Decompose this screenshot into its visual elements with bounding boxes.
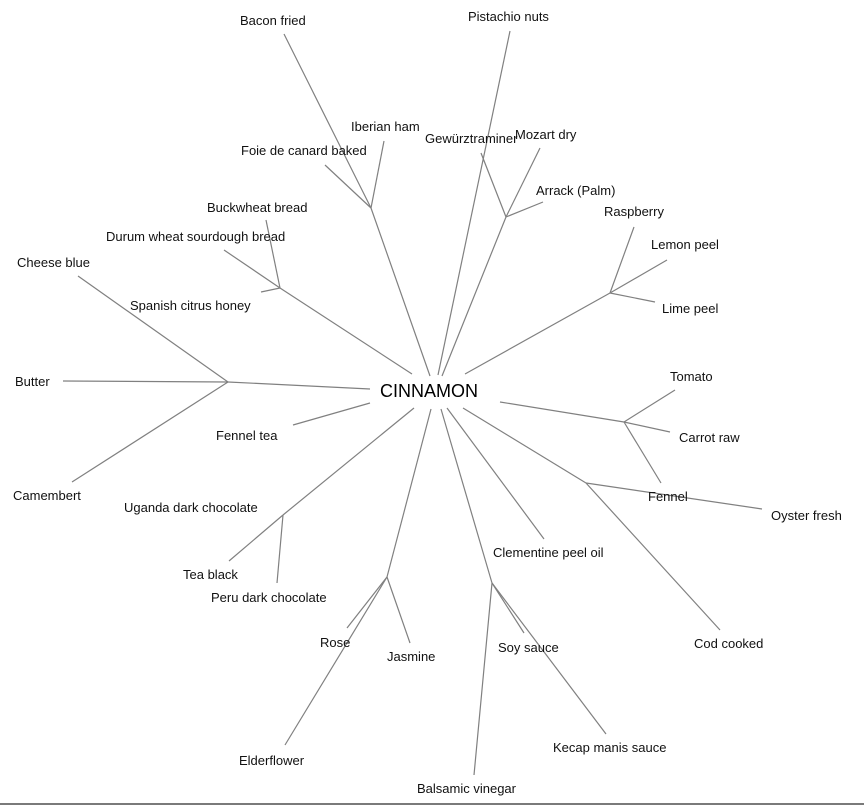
node-label-peru: Peru dark chocolate [211,590,327,605]
node-label-cod: Cod cooked [694,636,764,651]
node-label-foie: Foie de canard baked [241,143,367,158]
edge-root-clementine [446,407,545,540]
node-label-oyster: Oyster fresh [771,508,842,523]
edge-root-g_sauce [440,408,493,584]
edge-root-g_citrus [464,292,611,375]
edge-g_flower-rose [346,576,388,629]
edge-g_citrus-lemon [609,259,668,294]
node-label-balsamic: Balsamic vinegar [417,781,516,796]
edge-g_wine-gewurz [480,152,507,218]
node-label-honey: Spanish citrus honey [130,298,251,313]
node-label-pistachio: Pistachio nuts [468,9,549,24]
node-label-butter: Butter [15,374,50,389]
node-label-kecap: Kecap manis sauce [553,740,667,755]
edge-g_citrus-raspberry [609,226,635,294]
node-label-uganda: Uganda dark chocolate [124,500,258,515]
edge-g_sauce-soy [491,582,525,634]
node-label-fennel: Fennel [648,489,688,504]
node-label-bacon: Bacon fried [240,13,306,28]
edge-root-g_wine [441,216,507,377]
edge-g_sauce-kecap [491,582,607,735]
edge-root-g_meat [370,207,431,377]
node-label-cheese: Cheese blue [17,255,90,270]
node-label-lime: Lime peel [662,301,719,316]
node-label-arrack: Arrack (Palm) [536,183,616,198]
edge-root-g_sea [462,407,587,484]
edge-g_flower-jasmine [386,576,411,644]
node-label-soy: Soy sauce [498,640,559,655]
edge-root-fenneltea [292,402,371,426]
edge-g_sea-oyster [585,482,763,510]
edge-g_meat-iberian [370,140,385,209]
node-label-carrot: Carrot raw [679,430,740,445]
edge-root-pistachio [437,30,511,376]
edge-g_bread-honey [260,287,281,293]
node-label-fenneltea: Fennel tea [216,428,278,443]
edge-g_choc-peru [276,514,284,584]
edge-g_choc-teablack [228,514,284,562]
edge-g_veg-tomato [623,389,676,423]
node-label-gewurz: Gewürztraminer [425,131,518,146]
node-label-buckwheat: Buckwheat bread [207,200,308,215]
edge-root-g_choc [282,407,415,516]
edge-g_wine-mozart [505,147,541,218]
node-label-mozart: Mozart dry [515,127,577,142]
node-label-camembert: Camembert [13,488,81,503]
edge-g_wine-arrack [505,201,544,218]
root-node-label: CINNAMON [380,381,478,401]
edge-g_flower-elder [284,576,388,746]
node-label-clementine: Clementine peel oil [493,545,604,560]
edge-g_bread-buckwheat [265,219,281,289]
node-label-iberian: Iberian ham [351,119,420,134]
node-label-rose: Rose [320,635,351,650]
edge-root-g_veg [499,401,625,423]
edge-root-g_dairy [227,381,371,390]
node-label-jasmine: Jasmine [387,649,436,664]
node-label-elder: Elderflower [239,753,305,768]
edge-g_sea-cod [585,482,721,631]
edge-g_bread-durum [223,249,281,289]
node-label-teablack: Tea black [183,567,238,582]
edge-g_veg-carrot [623,421,671,433]
edge-g_meat-foie [324,164,372,209]
edge-g_meat-bacon [283,33,372,209]
edge-g_veg-fennel [623,421,662,484]
node-label-lemon: Lemon peel [651,237,719,252]
node-label-raspberry: Raspberry [604,204,664,219]
edge-g_sauce-balsamic [473,582,493,776]
node-label-durum: Durum wheat sourdough bread [106,229,286,244]
edge-g_dairy-butter [62,380,229,383]
edge-root-g_bread [279,287,413,375]
edge-g_citrus-lime [609,292,656,303]
bottom-border [0,803,864,805]
edge-root-g_flower [386,408,432,578]
edge-g_dairy-camembert [71,381,229,483]
node-label-tomato: Tomato [670,369,713,384]
edge-g_dairy-cheese [77,275,229,383]
